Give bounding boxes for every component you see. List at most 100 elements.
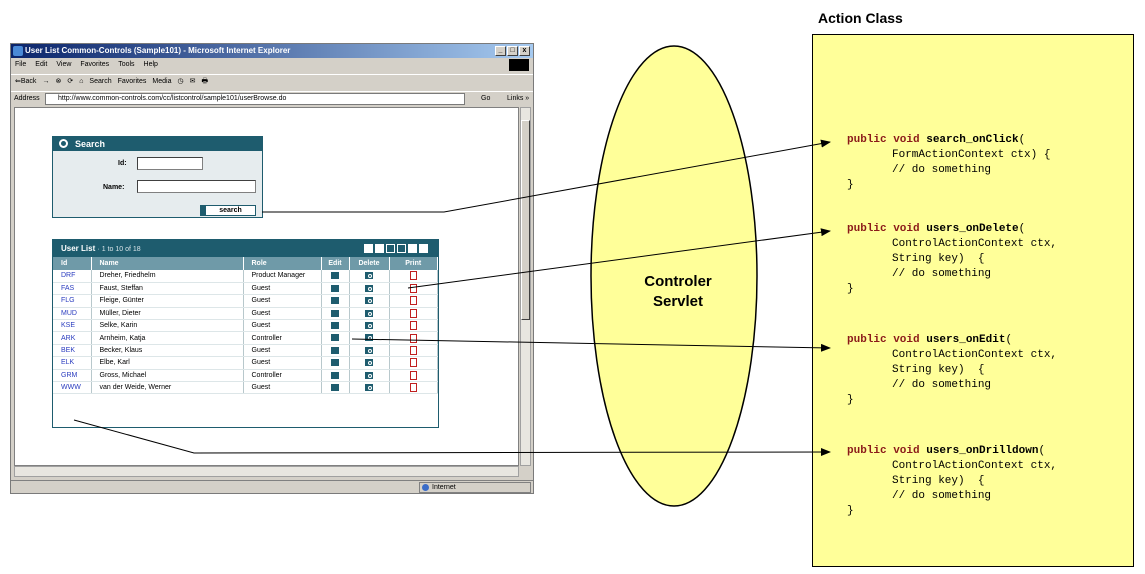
- delete-cell: [349, 319, 390, 333]
- user-name: Müller, Dieter: [91, 307, 244, 321]
- id-input[interactable]: [137, 157, 203, 170]
- user-name: van der Weide, Werner: [91, 381, 244, 395]
- edit-icon[interactable]: [331, 309, 339, 317]
- user-list-title: User List: [61, 244, 96, 253]
- print-cell: [389, 369, 438, 383]
- address-input[interactable]: http://www.common-controls.com/cc/listco…: [45, 93, 465, 105]
- close-icon[interactable]: x: [519, 46, 530, 56]
- go-button[interactable]: Go: [481, 95, 491, 102]
- favorites-button[interactable]: Favorites: [117, 78, 147, 85]
- status-bar: Internet: [11, 480, 533, 493]
- column-header-role[interactable]: Role: [243, 257, 322, 270]
- id-label: Id:: [118, 160, 127, 167]
- vertical-scrollbar[interactable]: [520, 107, 531, 466]
- menu-edit[interactable]: Edit: [35, 61, 48, 68]
- delete-icon[interactable]: [365, 334, 373, 342]
- refresh-button[interactable]: ⟳: [67, 78, 74, 85]
- method-body: // do something: [892, 490, 992, 502]
- menu-tools[interactable]: Tools: [118, 61, 135, 68]
- print-icon[interactable]: [409, 383, 417, 393]
- menu-help[interactable]: Help: [143, 61, 158, 68]
- print-icon[interactable]: [409, 271, 417, 281]
- name-input[interactable]: [137, 180, 256, 193]
- delete-icon[interactable]: [365, 284, 373, 292]
- edit-icon[interactable]: [331, 384, 339, 392]
- print-icon[interactable]: [409, 321, 417, 331]
- menu-file[interactable]: File: [15, 61, 27, 68]
- method-params: String key) {: [892, 253, 985, 265]
- print-icon[interactable]: [409, 308, 417, 318]
- user-id-link[interactable]: MUD: [53, 307, 92, 321]
- user-id-link[interactable]: FAS: [53, 282, 92, 296]
- search-button[interactable]: search: [200, 205, 256, 216]
- print-button[interactable]: 🖶: [201, 78, 209, 85]
- search-toolbar-button[interactable]: Search: [89, 78, 112, 85]
- edit-icon[interactable]: [331, 334, 339, 342]
- user-id-link[interactable]: KSE: [53, 319, 92, 333]
- delete-icon[interactable]: [365, 359, 373, 367]
- method-close: }: [847, 283, 854, 295]
- user-id-link[interactable]: WWW: [53, 381, 92, 395]
- next-page-icon[interactable]: [408, 244, 417, 253]
- column-header-id[interactable]: Id: [53, 257, 92, 270]
- print-icon[interactable]: [409, 370, 417, 380]
- delete-icon[interactable]: [365, 297, 373, 305]
- delete-icon[interactable]: [365, 309, 373, 317]
- menu-view[interactable]: View: [56, 61, 72, 68]
- home-button[interactable]: ⌂: [79, 78, 84, 85]
- scrollbar-thumb[interactable]: [521, 120, 530, 320]
- maximize-icon[interactable]: □: [507, 46, 518, 56]
- edit-icon[interactable]: [331, 322, 339, 330]
- search-panel: Search Id: Name: search: [52, 136, 263, 218]
- edit-icon[interactable]: [331, 371, 339, 379]
- first-page-icon[interactable]: [386, 244, 395, 253]
- refresh-icon[interactable]: [375, 244, 384, 253]
- address-label: Address: [14, 95, 40, 102]
- delete-icon[interactable]: [365, 384, 373, 392]
- print-icon[interactable]: [409, 346, 417, 356]
- user-id-link[interactable]: ARK: [53, 331, 92, 345]
- history-button[interactable]: ◷: [177, 78, 184, 85]
- edit-icon[interactable]: [331, 272, 339, 280]
- edit-icon[interactable]: [331, 297, 339, 305]
- last-page-icon[interactable]: [419, 244, 428, 253]
- delete-cell: [349, 270, 390, 283]
- forward-button[interactable]: →: [42, 78, 50, 85]
- print-icon[interactable]: [409, 333, 417, 343]
- edit-icon[interactable]: [331, 359, 339, 367]
- user-id-link[interactable]: ELK: [53, 356, 92, 370]
- user-role: Controller: [243, 369, 322, 383]
- user-name: Arnheim, Katja: [91, 331, 244, 345]
- edit-cell: [321, 307, 350, 321]
- search-panel-header: Search: [53, 137, 262, 151]
- print-icon[interactable]: [409, 358, 417, 368]
- user-id-link[interactable]: DRF: [53, 270, 92, 283]
- user-role: Guest: [243, 344, 322, 358]
- edit-cell: [321, 319, 350, 333]
- print-icon[interactable]: [409, 296, 417, 306]
- user-id-link[interactable]: BEK: [53, 344, 92, 358]
- minimize-icon[interactable]: _: [495, 46, 506, 56]
- links-button[interactable]: Links »: [507, 95, 530, 102]
- horizontal-scrollbar[interactable]: [14, 466, 519, 477]
- column-header-name[interactable]: Name: [91, 257, 244, 270]
- method-name: users_onDelete: [926, 223, 1019, 235]
- prev-page-icon[interactable]: [397, 244, 406, 253]
- export-icon[interactable]: [364, 244, 373, 253]
- edit-icon[interactable]: [331, 284, 339, 292]
- user-id-link[interactable]: GRM: [53, 369, 92, 383]
- print-icon[interactable]: [409, 284, 417, 294]
- media-button[interactable]: Media: [152, 78, 172, 85]
- edit-icon[interactable]: [331, 346, 339, 354]
- user-id-link[interactable]: FLG: [53, 294, 92, 308]
- delete-icon[interactable]: [365, 272, 373, 280]
- delete-icon[interactable]: [365, 346, 373, 354]
- menu-favorites[interactable]: Favorites: [80, 61, 110, 68]
- delete-icon[interactable]: [365, 322, 373, 330]
- stop-button[interactable]: ⊗: [55, 78, 62, 85]
- mail-button[interactable]: ✉: [189, 78, 196, 85]
- delete-icon[interactable]: [365, 371, 373, 379]
- back-button[interactable]: ⇐Back: [15, 78, 37, 85]
